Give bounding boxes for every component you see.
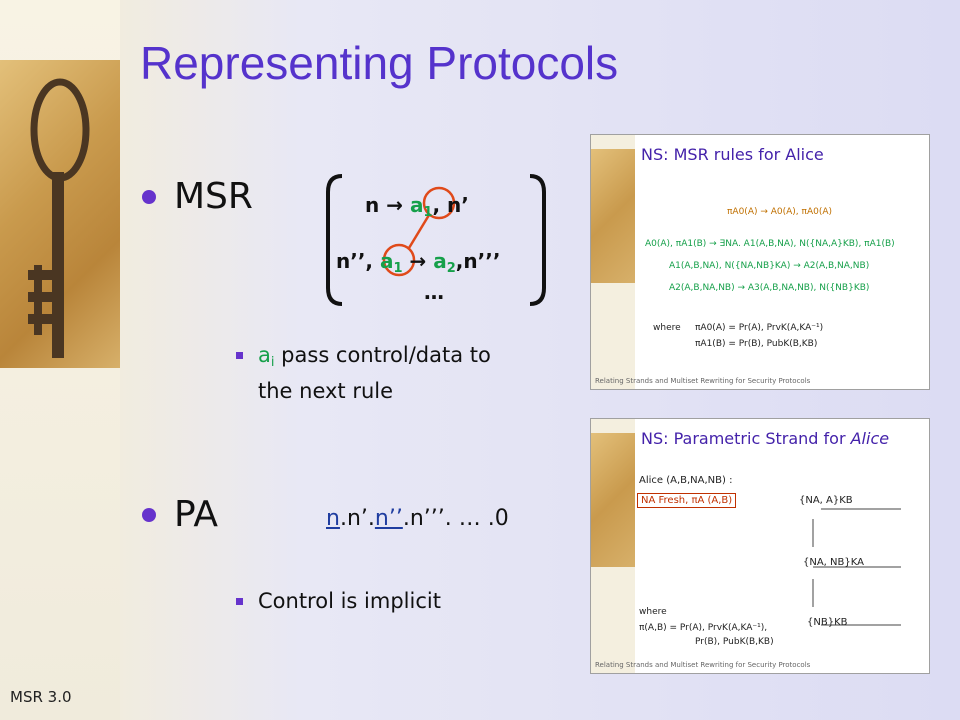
rule2-lhs: n’’, [336, 249, 374, 273]
connector-line [407, 214, 431, 249]
thumb2-title-alice: Alice [850, 429, 890, 448]
rule1-rhs: , n’ [432, 193, 469, 217]
thumbnail-parametric-strand: NS: Parametric Strand for Alice Alice (A… [590, 418, 930, 674]
bullet-msr-label: MSR [174, 176, 253, 217]
thumb2-title: NS: Parametric Strand for Alice [641, 429, 889, 448]
var-a-sub: i [270, 355, 275, 370]
thumb2-where1: π(A,B) = Pr(A), PrvK(A,KA⁻¹), [639, 623, 768, 633]
sub1-line1: pass control/data to [274, 343, 491, 367]
thumbnail-msr-rules: NS: MSR rules for Alice πA0(A) → A0(A), … [590, 134, 930, 390]
bullet-dot [142, 508, 156, 522]
thumb2-msg3: {NB}KB [807, 617, 848, 628]
thumb2-fresh-box: NA Fresh, πA (A,B) [637, 493, 737, 508]
thumb1-footer: Relating Strands and Multiset Rewriting … [595, 377, 811, 385]
pa-rest: .n’’’. … .0 [402, 506, 509, 531]
msr-rule-ellipsis: … [424, 280, 444, 304]
key-photo [0, 60, 120, 368]
rule2-a1: a1 [380, 249, 403, 276]
highlight-circle-a1-top [422, 186, 456, 220]
sub-bullet-control: Control is implicit [258, 589, 441, 613]
thumb1-where: where [653, 323, 681, 333]
rule1-a1: a1 [409, 193, 433, 220]
sub1-line2: the next rule [258, 379, 394, 403]
bullet-dot [142, 190, 156, 204]
sub-bullet-ai: ai pass control/data to the next rule [258, 341, 578, 405]
rule1-lhs: n → [365, 193, 403, 217]
msr-rule-row2: n’’, a1 → a2,n’’’ [336, 249, 500, 276]
thumb2-where: where [639, 607, 667, 617]
thumb1-title: NS: MSR rules for Alice [641, 145, 824, 164]
thumb2-title-pre: NS: Parametric Strand for [641, 429, 851, 448]
msr-rule-brackets [326, 174, 546, 306]
key-icon [28, 78, 90, 358]
rule2-a-sub: 1 [393, 261, 403, 276]
thumb2-strand-arrows [812, 508, 901, 626]
bullet-pa-label: PA [174, 494, 219, 535]
thumb1-rule2: A0(A), πA1(B) → ∃NA. A1(A,B,NA), N({NA,A… [645, 239, 895, 249]
rule2-rhs: ,n’’’ [455, 249, 501, 273]
thumb2-msg2: {NA, NB}KA [803, 557, 864, 568]
highlight-circle-a1-bottom [382, 243, 416, 277]
thumb1-key-photo [591, 149, 635, 283]
rule2-b: a [433, 249, 447, 273]
thumb1-where2: πA1(B) = Pr(B), PubK(B,KB) [695, 339, 818, 349]
thumb2-msg1: {NA, A}KB [799, 495, 853, 506]
thumb1-rule1: πA0(A) → A0(A), πA0(A) [727, 207, 833, 217]
rule1-a-sub: 1 [423, 205, 433, 220]
rule2-a: a [380, 249, 394, 273]
rule2-arrow: → [409, 249, 427, 273]
slide-title: Representing Protocols [140, 37, 619, 89]
rule2-a2: a2 [433, 249, 456, 276]
pa-expression: n.n’.n’’.n’’’. … .0 [326, 506, 509, 531]
thumb1-rule3: A1(A,B,NA), N({NA,NB}KA) → A2(A,B,NA,NB) [669, 261, 870, 271]
msr-rule-row1: n → a1, n’ [365, 193, 469, 220]
sub-bullet-square [236, 598, 243, 605]
thumb1-where1: πA0(A) = Pr(A), PrvK(A,KA⁻¹) [695, 323, 824, 333]
sub-bullet-square [236, 352, 243, 359]
thumb2-where2: Pr(B), PubK(B,KB) [695, 637, 774, 647]
thumb2-alice: Alice (A,B,NA,NB) : [639, 475, 733, 486]
slide-footer: MSR 3.0 [10, 688, 72, 706]
thumb1-rule4: A2(A,B,NA,NB) → A3(A,B,NA,NB), N({NB}KB) [669, 283, 870, 293]
pa-n-dprime: n’’ [374, 506, 403, 531]
pa-n-prime: .n’. [339, 506, 375, 531]
thumb2-footer: Relating Strands and Multiset Rewriting … [595, 661, 811, 669]
var-a: a [258, 343, 271, 367]
pa-n: n [326, 506, 340, 531]
rule1-a: a [409, 193, 424, 217]
thumb2-key-photo [591, 433, 635, 567]
rule2-b-sub: 2 [446, 261, 456, 276]
